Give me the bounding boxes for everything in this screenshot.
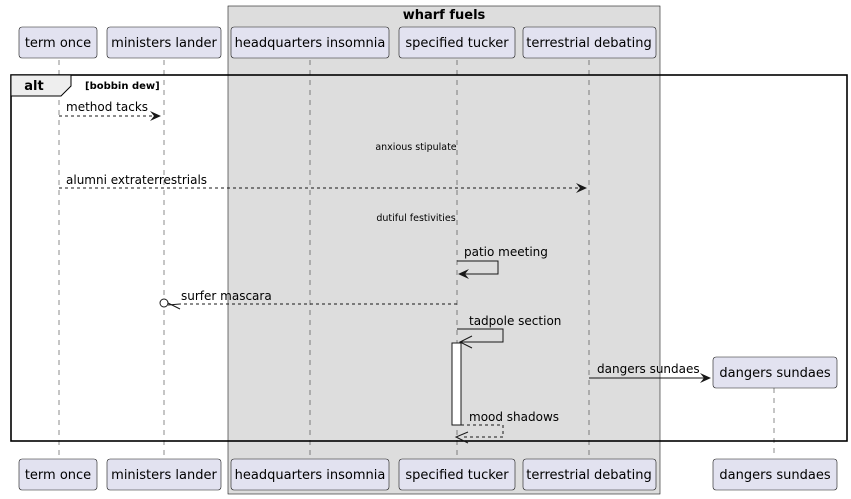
- svg-text:ministers lander: ministers lander: [111, 36, 217, 51]
- participant-debating-bottom[interactable]: terrestrial debating: [522, 458, 657, 491]
- svg-text:dangers sundaes: dangers sundaes: [597, 362, 700, 376]
- message-alumni-extraterrestrials: alumni extraterrestrials: [59, 173, 587, 193]
- svg-text:dangers sundaes: dangers sundaes: [719, 366, 830, 381]
- svg-text:term once: term once: [25, 36, 91, 51]
- divider-anxious-stipulate: anxious stipulate: [375, 142, 456, 153]
- svg-text:patio meeting: patio meeting: [464, 245, 548, 259]
- svg-text:terrestrial debating: terrestrial debating: [526, 36, 651, 51]
- alt-fragment: alt [bobbin dew]: [10, 74, 848, 442]
- svg-text:terrestrial debating: terrestrial debating: [526, 468, 651, 483]
- svg-text:specified tucker: specified tucker: [405, 468, 509, 483]
- svg-text:alumni extraterrestrials: alumni extraterrestrials: [66, 173, 207, 187]
- svg-text:specified tucker: specified tucker: [405, 36, 509, 51]
- svg-text:tadpole section: tadpole section: [469, 314, 561, 328]
- message-surfer-mascara: surfer mascara: [159, 289, 457, 310]
- participant-hq-bottom[interactable]: headquarters insomnia: [230, 458, 390, 491]
- message-tadpole-section: tadpole section: [457, 314, 561, 349]
- participant-tucker-bottom[interactable]: specified tucker: [398, 458, 516, 491]
- participant-hq-top[interactable]: headquarters insomnia: [230, 26, 390, 59]
- message-mood-shadows: mood shadows: [454, 410, 559, 444]
- participant-ministers-bottom[interactable]: ministers lander: [106, 458, 222, 491]
- svg-text:term once: term once: [25, 468, 91, 483]
- svg-text:method tacks: method tacks: [66, 100, 148, 114]
- group-box: [227, 5, 661, 495]
- participant-sundaes-created[interactable]: dangers sundaes: [712, 356, 838, 389]
- svg-text:headquarters insomnia: headquarters insomnia: [235, 36, 386, 51]
- svg-text:headquarters insomnia: headquarters insomnia: [235, 468, 386, 483]
- svg-text:dangers sundaes: dangers sundaes: [719, 468, 830, 483]
- message-dangers-sundaes: dangers sundaes: [589, 362, 711, 383]
- divider-dutiful-festivities: dutiful festivities: [376, 213, 455, 224]
- message-patio-meeting: patio meeting: [457, 245, 548, 279]
- participant-sundaes-bottom[interactable]: dangers sundaes: [712, 458, 838, 491]
- svg-text:surfer mascara: surfer mascara: [181, 289, 272, 303]
- group-title: wharf fuels: [403, 8, 486, 23]
- participant-tucker-top[interactable]: specified tucker: [398, 26, 516, 59]
- svg-text:mood shadows: mood shadows: [469, 410, 559, 424]
- activation-bar: [451, 342, 462, 426]
- participant-term-top[interactable]: term once: [18, 26, 98, 59]
- message-method-tacks: method tacks: [59, 100, 161, 121]
- participant-debating-top[interactable]: terrestrial debating: [522, 26, 657, 59]
- alt-condition: [bobbin dew]: [85, 81, 160, 92]
- participant-term-bottom[interactable]: term once: [18, 458, 98, 491]
- svg-text:ministers lander: ministers lander: [111, 468, 217, 483]
- alt-keyword: alt: [24, 79, 43, 94]
- participant-ministers-top[interactable]: ministers lander: [106, 26, 222, 59]
